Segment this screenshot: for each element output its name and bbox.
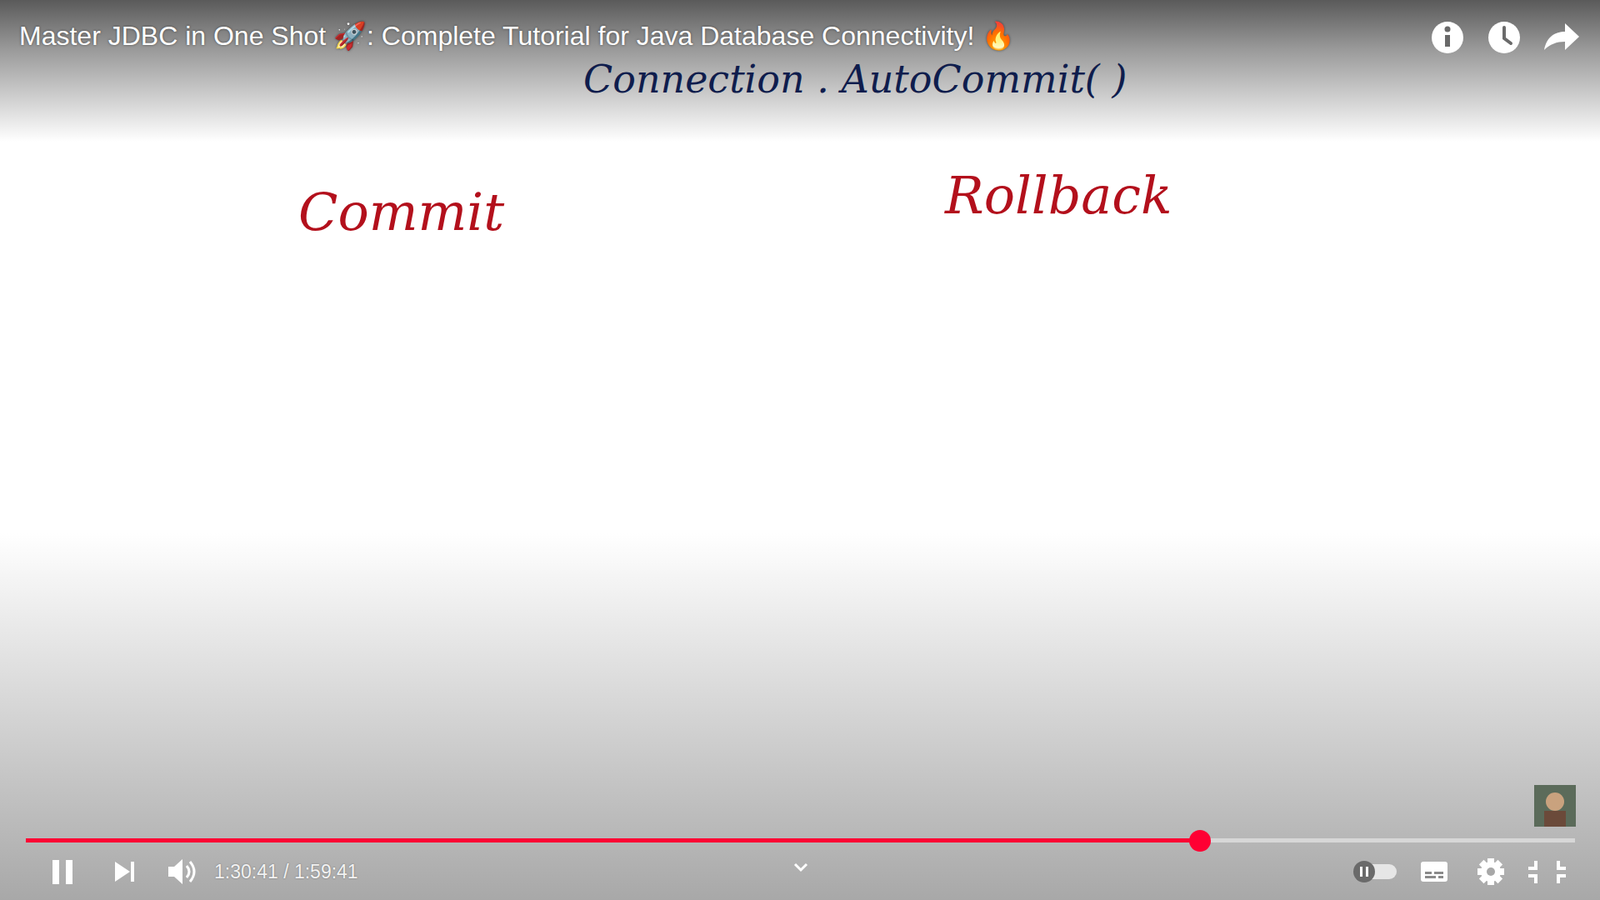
next-icon (115, 861, 135, 882)
settings-icon (1477, 858, 1505, 885)
whiteboard-word: Commit (298, 181, 505, 243)
clock-icon (1488, 21, 1520, 54)
volume-icon (168, 859, 195, 885)
progress-played (25, 838, 1201, 843)
channel-avatar (1534, 785, 1576, 827)
autoplay-toggle (1353, 860, 1397, 883)
info-icon (1431, 21, 1464, 54)
exit-fullscreen-icon (1528, 860, 1566, 884)
progress-scrubber (1189, 830, 1211, 852)
pause-icon (52, 860, 73, 885)
progress-track (25, 838, 1575, 843)
whiteboard-word: Rollback (945, 165, 1173, 226)
whiteboard-heading: Connection . AutoCommit( ) (583, 56, 1127, 102)
subtitles-icon (1420, 861, 1448, 882)
video-time: 1:30:41 / 1:59:41 (214, 860, 359, 884)
share-icon (1544, 23, 1580, 50)
chevron-icon (795, 864, 807, 870)
video-title: Master JDBC in One Shot 🚀: Complete Tuto… (19, 20, 1015, 52)
bottom-gradient (0, 533, 1600, 900)
